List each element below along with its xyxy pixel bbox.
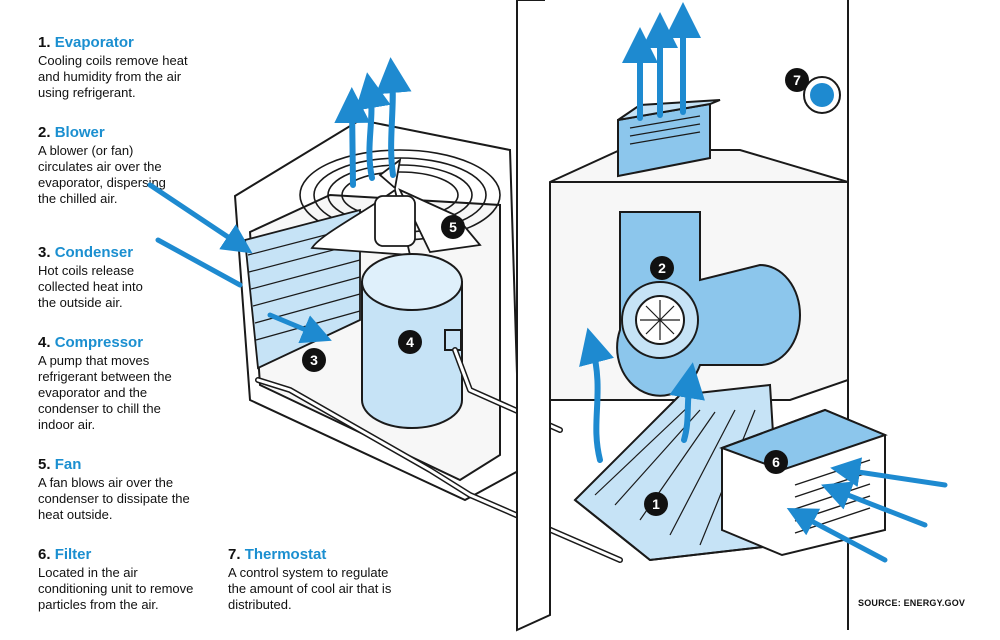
supply-airflow-arrows	[622, 2, 701, 121]
outdoor-airflow-arrows	[334, 57, 412, 188]
legend-description: A fan blows air over the condenser to di…	[38, 475, 190, 522]
filter	[719, 408, 888, 557]
badge-6: 6	[764, 450, 788, 474]
legend-entry-thermostat: 7. Thermostat A control system to regula…	[228, 546, 428, 613]
legend-number: 1.	[38, 34, 51, 51]
legend-number: 6.	[38, 546, 51, 563]
badge-3-label: 3	[310, 352, 318, 368]
legend-number: 5.	[38, 456, 51, 473]
legend-title: Thermostat	[244, 546, 327, 563]
legend-title: Condenser	[54, 244, 134, 261]
legend-description: Hot coils release collected heat into th…	[38, 263, 143, 310]
legend-description: A control system to regulate the amount …	[228, 565, 392, 612]
legend-entry-condenser: 3. Condenser Hot coils release collected…	[38, 244, 238, 311]
legend-entry-filter: 6. Filter Located in the air conditionin…	[38, 546, 238, 613]
badge-2-label: 2	[658, 260, 666, 276]
legend-number: 4.	[38, 334, 51, 351]
legend-title: Compressor	[54, 334, 144, 351]
badge-3: 3	[302, 348, 326, 372]
legend-title: Filter	[54, 546, 92, 563]
indoor-airflow-arrows	[579, 327, 705, 463]
intake-airflow-arrows	[147, 182, 332, 344]
badge-7-label: 7	[793, 72, 801, 88]
legend-description: Located in the air conditioning unit to …	[38, 565, 194, 612]
supply-vent	[617, 99, 721, 178]
return-airflow-arrows	[786, 457, 948, 563]
badge-1: 1	[644, 492, 668, 516]
badge-5: 5	[441, 215, 465, 239]
legend-entry-fan: 5. Fan A fan blows air over the condense…	[38, 456, 238, 523]
badge-7: 7	[785, 68, 809, 92]
legend-entry-blower: 2. Blower A blower (or fan) circulates a…	[38, 124, 238, 207]
legend-entry-compressor: 4. Compressor A pump that moves refriger…	[38, 334, 238, 433]
badge-1-label: 1	[652, 496, 660, 512]
legend-number: 7.	[228, 546, 241, 563]
legend-description: Cooling coils remove heat and humidity f…	[38, 53, 188, 100]
thermostat	[803, 76, 841, 114]
legend-title: Fan	[54, 456, 82, 473]
legend-description: A blower (or fan) circulates air over th…	[38, 143, 166, 206]
compressor	[361, 253, 463, 429]
legend-description: A pump that moves refrigerant between th…	[38, 353, 172, 432]
source-credit: SOURCE: ENERGY.GOV	[858, 598, 966, 608]
badge-6-label: 6	[772, 454, 780, 470]
badge-4: 4	[398, 330, 422, 354]
badge-4-label: 4	[406, 334, 414, 350]
legend-entry-evaporator: 1. Evaporator Cooling coils remove heat …	[38, 34, 238, 101]
badge-2: 2	[650, 256, 674, 280]
legend-number: 3.	[38, 244, 51, 261]
badge-5-label: 5	[449, 219, 457, 235]
legend-title: Blower	[54, 124, 105, 141]
legend-title: Evaporator	[54, 34, 134, 51]
legend-number: 2.	[38, 124, 51, 141]
